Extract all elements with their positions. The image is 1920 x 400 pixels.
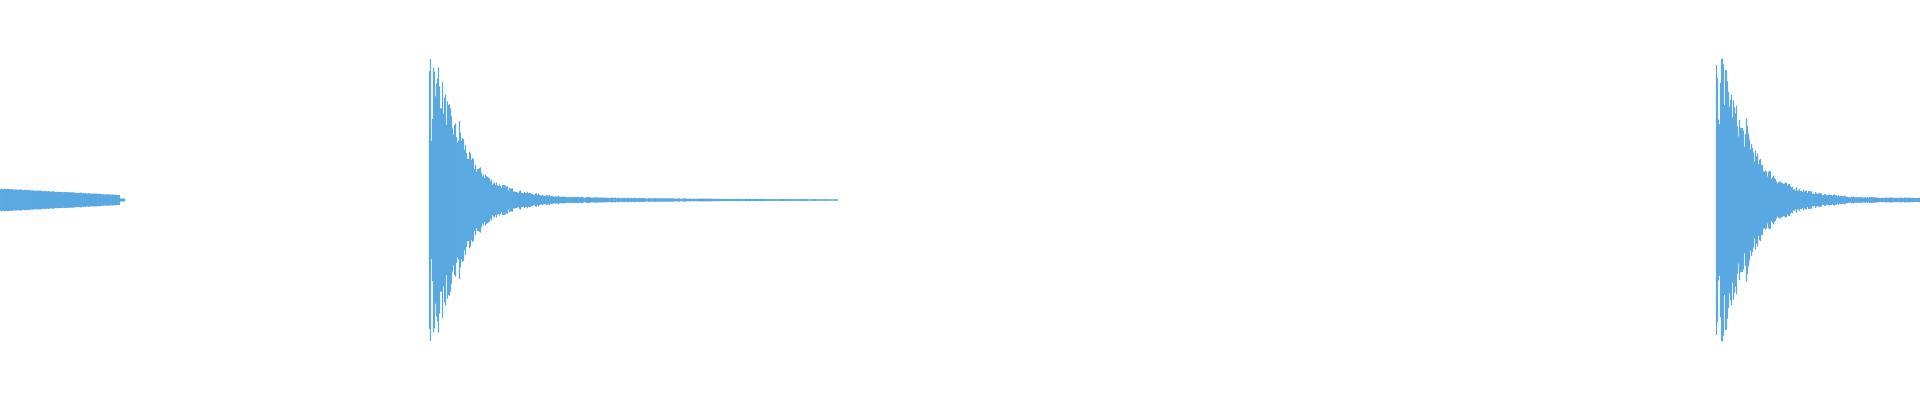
waveform-layer	[0, 58, 1920, 342]
